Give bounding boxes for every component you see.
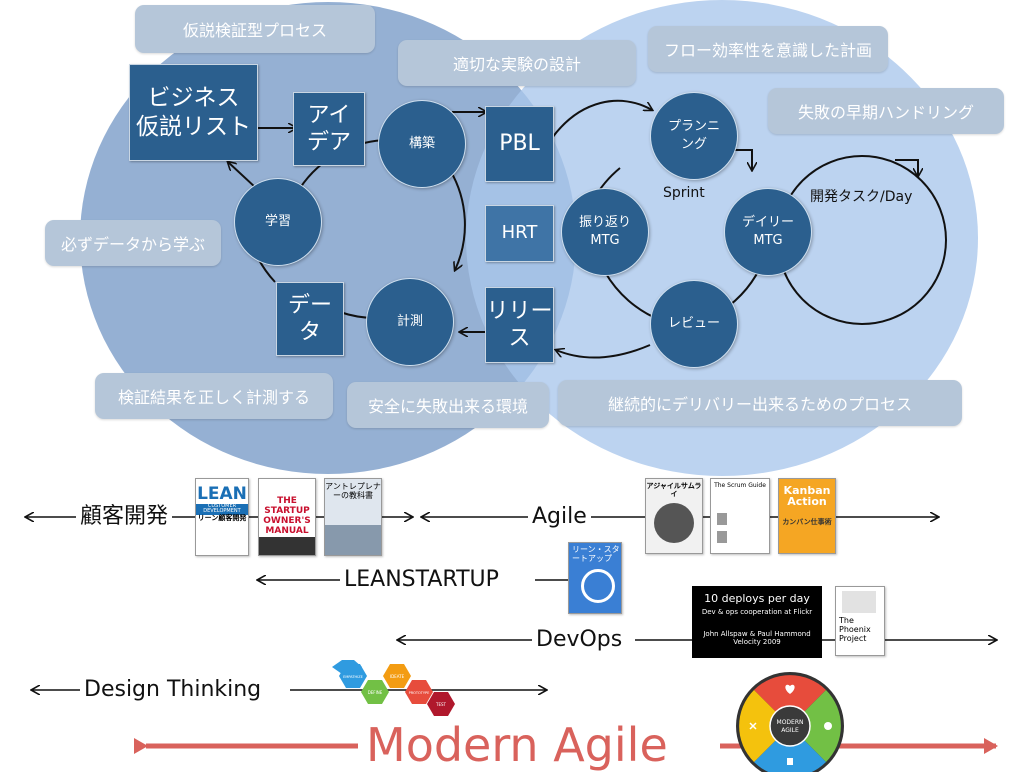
- devops-talk-authors: John Allspaw & Paul Hammond: [703, 630, 811, 638]
- loop-build-measure: [449, 169, 466, 270]
- arrow-pbl-planning: [551, 99, 652, 139]
- hex-test-label: TEST: [435, 702, 447, 707]
- callout-process: 仮説検証型プロセス: [135, 5, 375, 53]
- book-kanban-jp: カンバン仕事術: [782, 518, 832, 526]
- hex-prototype: [405, 680, 433, 704]
- node-hypothesis-list: ビジネス 仮説リスト: [129, 64, 258, 161]
- callout-failure: 失敗の早期ハンドリング: [768, 88, 1004, 134]
- hex-define-label: DEFINE: [368, 690, 383, 695]
- design-thinking-steps: EMPATHIZE DEFINE IDEATE PROTOTYPE TEST: [339, 664, 455, 716]
- book-startup-manual: THE STARTUP OWNER'S MANUAL: [258, 478, 316, 556]
- book-lean-jp: リーン顧客開発: [197, 513, 247, 522]
- heart-icon: [785, 684, 795, 694]
- timeline-label-leanstartup: LEANSTARTUP: [340, 569, 503, 591]
- wheel-center-label-1: MODERN: [777, 719, 804, 726]
- arrow-review-release: [556, 344, 651, 359]
- node-review: レビュー: [650, 280, 738, 368]
- callout-flow: フロー効率性を意識した計画: [648, 26, 888, 72]
- book-lean-startup-title: リーン・スタートアップ: [572, 545, 620, 563]
- book-scrum-guide-title: The Scrum Guide: [714, 482, 766, 489]
- book-lean-customer-dev: LEAN CUSTOMER DEVELOPMENT リーン顧客開発: [195, 478, 249, 556]
- timeline-label-agile: Agile: [528, 506, 591, 528]
- timeline-label-devops: DevOps: [532, 629, 627, 651]
- timeline-label-modern-agile: Modern Agile: [358, 722, 676, 768]
- shield-icon: [787, 758, 793, 765]
- node-measure: 計測: [366, 278, 454, 366]
- hex-test: [427, 692, 455, 716]
- hex-define: [361, 680, 389, 704]
- callout-learn-data: 必ずデータから学ぶ: [45, 220, 221, 266]
- node-build: 構築: [378, 100, 466, 188]
- book-lean-title: LEAN: [197, 484, 247, 504]
- book-phoenix-project: The Phoenix Project: [835, 586, 885, 656]
- devops-talk-subtitle: Dev & ops cooperation at Flickr: [701, 608, 813, 616]
- arrow-daily-loop: [895, 159, 918, 176]
- lightbulb-icon: [749, 722, 757, 730]
- wheel-segment-bottom: [754, 726, 826, 772]
- book-lean-startup: リーン・スタートアップ: [568, 542, 622, 614]
- label-sprint: Sprint: [663, 185, 705, 201]
- wheel-segment-top: [754, 675, 826, 726]
- node-retro: 振り返り MTG: [561, 188, 649, 276]
- book-phoenix-title: The Phoenix Project: [839, 616, 871, 643]
- node-learn: 学習: [234, 178, 322, 266]
- devops-talk-event: Velocity 2009: [733, 638, 781, 646]
- arrow-planning-daily: [730, 149, 752, 170]
- node-pbl: PBL: [485, 106, 554, 182]
- wheel-center: [769, 705, 811, 747]
- arrow-learn-hypothesis: [228, 162, 257, 189]
- hex-empathize-label: EMPATHIZE: [343, 675, 363, 679]
- node-release: リリー ス: [485, 287, 554, 363]
- book-kanban-title: Kanban Action: [783, 484, 831, 508]
- timeline-label-design-thinking: Design Thinking: [80, 679, 266, 701]
- node-hrt: HRT: [485, 205, 554, 262]
- hex-ideate: [383, 664, 411, 688]
- callout-delivery: 継続的にデリバリー出来るためのプロセス: [558, 380, 962, 426]
- node-daily: デイリー MTG: [724, 188, 812, 276]
- callout-safe: 安全に失敗出来る環境: [347, 382, 549, 428]
- book-scrum-guide: The Scrum Guide: [710, 478, 770, 554]
- callout-experiment: 適切な実験の設計: [398, 40, 636, 86]
- book-lean-sub: CUSTOMER DEVELOPMENT: [196, 503, 248, 515]
- wheel-segment-left: [739, 690, 790, 762]
- hex-empathize: [339, 664, 367, 688]
- book-kanban-action: Kanban Action カンバン仕事術: [778, 478, 836, 554]
- hex-ideate-label: IDEATE: [390, 674, 405, 679]
- book-antre-title: アントレプレナーの教科書: [325, 482, 381, 500]
- book-entrepreneur-textbook: アントレプレナーの教科書: [324, 478, 382, 556]
- modern-agile-wheel: MODERN AGILE: [736, 672, 844, 772]
- devops-talk-slide: 10 deploys per day Dev & ops cooperation…: [692, 586, 822, 658]
- wheel-segment-right: [790, 690, 841, 762]
- wheel-center-label-2: AGILE: [781, 727, 799, 734]
- devops-talk-title: 10 deploys per day: [704, 592, 810, 605]
- gear-icon: [824, 722, 832, 730]
- callout-verify: 検証結果を正しく計測する: [95, 373, 333, 419]
- book-agile-samurai-title: アジャイルサムライ: [646, 482, 702, 498]
- book-startup-title: THE STARTUP OWNER'S MANUAL: [263, 496, 311, 536]
- label-dev-task: 開発タスク/Day: [810, 189, 913, 205]
- node-idea: アイ デア: [293, 92, 365, 166]
- hex-prototype-label: PROTOTYPE: [409, 691, 430, 695]
- timeline-label-customer-dev: 顧客開発: [76, 506, 173, 528]
- node-planning: プランニ ング: [650, 92, 738, 180]
- book-agile-samurai: アジャイルサムライ: [645, 478, 703, 554]
- node-data: デー タ: [276, 282, 344, 356]
